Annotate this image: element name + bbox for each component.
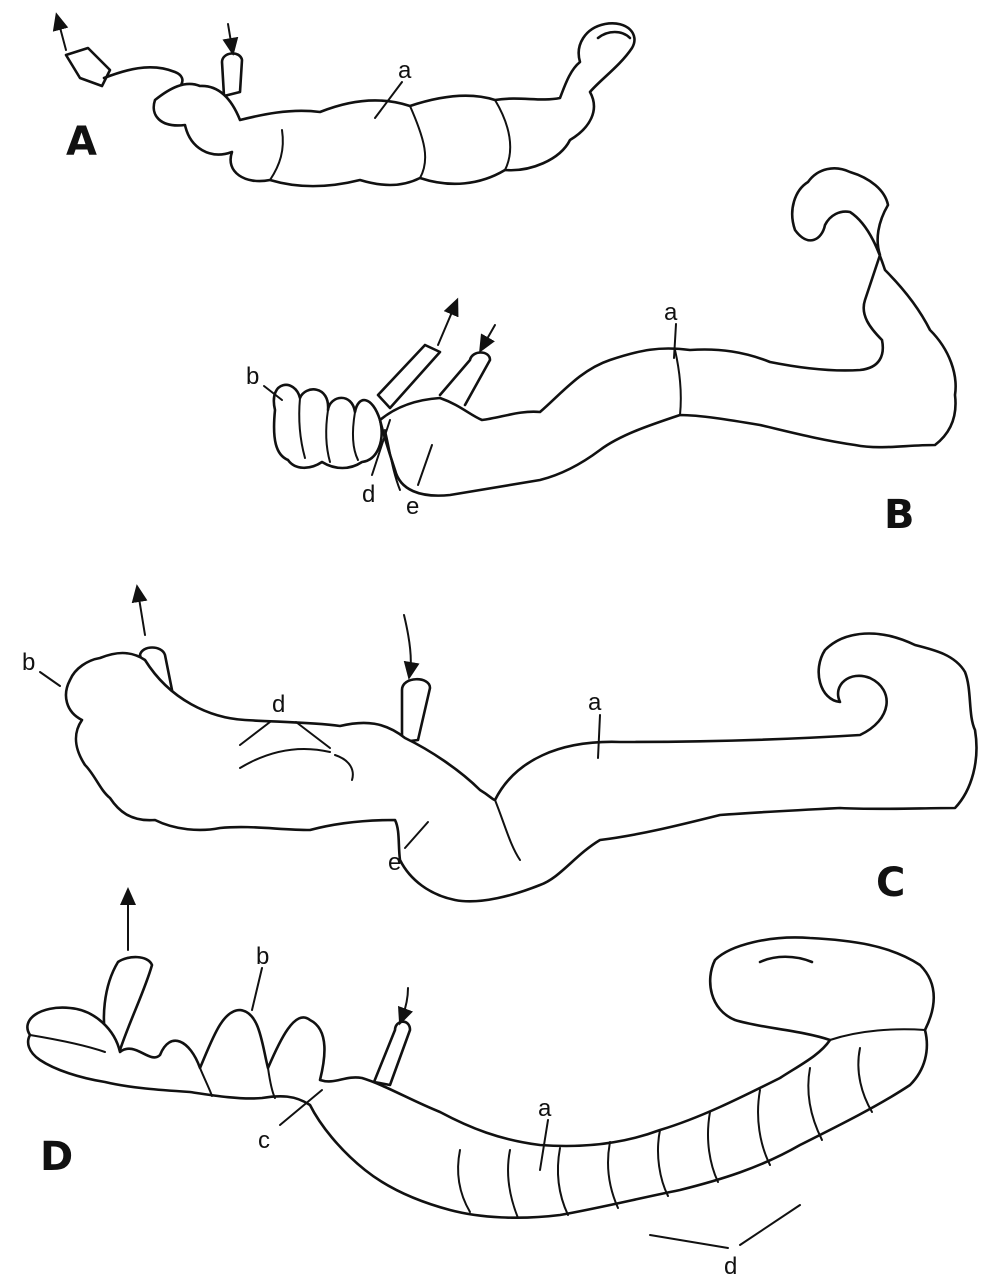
label-b: b <box>256 943 269 970</box>
label-d: d <box>362 481 375 508</box>
label-b: b <box>22 649 35 676</box>
inflow-arrow <box>404 615 411 672</box>
inflow-arrow <box>483 325 495 346</box>
inflow-tube <box>440 353 490 406</box>
label-e: e <box>406 493 419 520</box>
label-a: a <box>588 689 602 716</box>
label-d: c <box>258 1127 270 1154</box>
leader-line <box>740 1205 800 1245</box>
panel-c: C b d a e <box>22 592 976 906</box>
leader-line <box>40 672 60 686</box>
label-d: d <box>272 691 285 718</box>
panel-b-letter: B <box>884 492 915 538</box>
inflow-tube <box>222 53 242 96</box>
gut-body-b <box>380 168 956 495</box>
panel-b: B b a d e <box>246 168 956 538</box>
panel-a-letter: A <box>66 119 97 165</box>
inflow-arrow <box>402 988 408 1018</box>
label-c: d <box>724 1253 737 1280</box>
label-e: e <box>388 849 401 876</box>
label-b: b <box>246 363 259 390</box>
outflow-arrow <box>438 305 455 345</box>
panel-d: D b c a <box>27 895 933 1280</box>
outflow-arrow <box>138 592 145 635</box>
outflow-arrow <box>58 20 66 50</box>
leader-line <box>252 968 262 1010</box>
inflow-tube <box>402 679 430 742</box>
label-a: a <box>398 57 412 84</box>
inflow-arrow <box>228 24 232 48</box>
gut-body-c <box>66 634 976 902</box>
label-a: a <box>538 1095 552 1122</box>
gut-body-d <box>27 937 933 1217</box>
panel-c-letter: C <box>876 860 905 906</box>
label-a: a <box>664 299 678 326</box>
leader-line <box>650 1235 728 1248</box>
panel-a: A a <box>58 20 634 186</box>
gut-body-a <box>154 23 635 186</box>
panel-d-letter: D <box>40 1134 73 1180</box>
outflow-duct <box>66 48 110 86</box>
inflow-tube <box>374 1022 410 1085</box>
